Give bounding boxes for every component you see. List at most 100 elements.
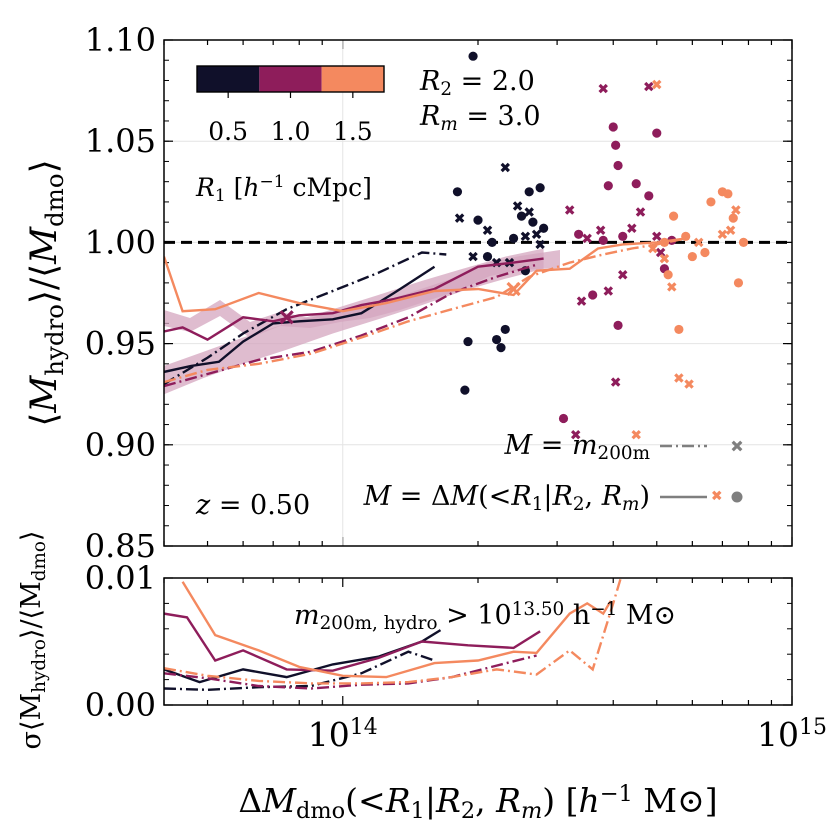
- param-rm-part: R: [419, 101, 440, 132]
- param-r2-part: = 2.0: [452, 66, 535, 97]
- scatter-point-dark: [460, 385, 470, 395]
- legend-label-0-part: 200m: [598, 443, 650, 464]
- legend-label-0-part: m: [572, 430, 598, 461]
- scatter-cross-light: [667, 282, 677, 292]
- y-axis-label-top-text-part: hydro: [40, 304, 69, 376]
- legend-label-1-part: (<: [478, 481, 511, 512]
- y-axis-label-top-text-part: M: [24, 375, 65, 414]
- x-tick-exp: 14: [350, 715, 378, 740]
- series-line-mid-solid: [164, 257, 544, 341]
- threshold-annotation-part: M: [617, 600, 653, 631]
- colorbar-swatch: [197, 66, 260, 92]
- x-tick-exp: 15: [799, 715, 827, 740]
- param-r2: R2 = 2.0: [419, 66, 535, 100]
- y-axis-label-bottom: σ⟨Mhydro⟩/⟨Mdmo⟩: [16, 531, 50, 750]
- x-axis-label-part: |: [425, 781, 436, 820]
- series-line-mid-dash-dot: [164, 263, 537, 388]
- x-axis-label-part: h: [578, 781, 599, 820]
- x-axis-label-part: (<: [345, 781, 386, 820]
- param-r2-part: R: [419, 66, 440, 97]
- scatter-cross-mid: [564, 205, 575, 215]
- axis-labels: ΔMdmo(<R1|R2, Rm) [h−1 M⊙]⟨Mhydro⟩/⟨Mdmo…: [16, 159, 718, 824]
- x-tick-label: 1015: [757, 715, 827, 754]
- scatter-point-dark: [491, 334, 502, 345]
- y-axis-label-top-text-part: ⟩: [24, 159, 65, 173]
- y-axis-label-bottom-text-part: ⟩: [16, 531, 47, 542]
- scatter-point-dark: [500, 324, 510, 335]
- scatter-cross-light: [659, 253, 670, 264]
- y-tick-label: 0.85: [85, 527, 156, 565]
- legend-label-1-part: = Δ: [391, 481, 450, 512]
- y-axis-label-bottom-text-part: ⟨M: [16, 693, 47, 731]
- param-r2-part: 2: [440, 79, 452, 100]
- x-tick-label: 1014: [308, 715, 378, 754]
- legend-label-1-part: M: [363, 481, 393, 512]
- scatter-point-dark: [508, 233, 519, 243]
- scatter-point-mid: [613, 320, 623, 330]
- legend-label-1-part: 1: [532, 494, 544, 515]
- scatter-cross-light: [731, 205, 741, 215]
- scatter-point-mid: [574, 229, 584, 239]
- scatter-point-mid: [613, 160, 623, 171]
- y-tick-label: 0.90: [85, 426, 156, 464]
- threshold-annotation-part: h: [564, 600, 590, 631]
- y-axis-label-top: ⟨Mhydro⟩/⟨Mdmo⟩: [24, 159, 69, 426]
- legend-label-1-part: |: [543, 481, 552, 512]
- x-axis-label: ΔMdmo(<R1|R2, Rm) [h−1 M⊙]: [238, 781, 717, 825]
- legend-label-0-part: =: [532, 430, 572, 461]
- scatter-cross-mid: [627, 223, 637, 233]
- threshold-annotation-part: −1: [590, 599, 617, 620]
- bottom-plot-area: [164, 578, 622, 692]
- colorbar-tick-label: 1.5: [333, 117, 373, 146]
- series-line-light-dash-dot: [164, 237, 686, 384]
- colorbar-swatch: [321, 66, 384, 92]
- x-axis-label-part: R: [495, 781, 521, 820]
- scatter-point-mid: [644, 191, 654, 201]
- uncertainty-band-mid: [164, 250, 560, 338]
- x-axis-label-part: R: [385, 781, 411, 820]
- scatter-point-light: [687, 251, 697, 262]
- legend-marker-1: [731, 491, 743, 503]
- threshold-annotation-part: > 10: [438, 600, 512, 631]
- scatter-cross-dark: [500, 162, 510, 173]
- scatter-point-dark: [468, 51, 478, 61]
- scatter-point-dark: [473, 215, 483, 225]
- colorbar-swatch: [259, 66, 322, 92]
- scatter-cross-dark: [531, 229, 542, 240]
- scatter-point-dark: [535, 183, 545, 193]
- bottom-frame: [163, 577, 793, 706]
- x-tick-base: 10: [757, 715, 799, 754]
- legend-label-1-part: M: [450, 481, 480, 512]
- scatter-point-light: [674, 324, 684, 335]
- scatter-cross-mid: [576, 296, 587, 306]
- y-tick-label: 0.00: [85, 686, 156, 724]
- y-axis-label-bottom-text-part: hydro: [29, 639, 50, 693]
- param-rm-part: = 3.0: [458, 101, 541, 132]
- scatter-point-dark: [528, 217, 538, 227]
- sigma-line-light-solid: [181, 581, 612, 679]
- x-axis-label-part: 1: [411, 798, 425, 824]
- scatter-cross-mid: [618, 270, 628, 280]
- scatter-cross-mid: [652, 231, 662, 242]
- redshift-label: z = 0.50: [195, 490, 310, 521]
- scatter-cross-mid: [635, 207, 646, 217]
- scatter-cross-dark: [512, 201, 523, 211]
- y-axis-label-top-text-part: dmo: [40, 173, 69, 227]
- x-axis-label-part: M: [261, 781, 297, 820]
- scatter-point-light: [668, 211, 679, 221]
- y-tick-label: 1.00: [85, 223, 156, 261]
- colorbar-label-part: cMpc]: [285, 173, 372, 202]
- colorbar-label-part: −1: [259, 172, 284, 192]
- legend-label-0: M = m200m: [503, 430, 650, 464]
- x-axis-label-part: dmo: [296, 798, 345, 824]
- colorbar-label-part: 1: [215, 186, 226, 206]
- scatter-cross-dark: [520, 231, 531, 242]
- sigma-line-dark-dash-dot: [164, 650, 435, 692]
- scatter-cross-dark: [454, 213, 465, 223]
- threshold-annotation-part: 200m, hydro: [320, 613, 438, 634]
